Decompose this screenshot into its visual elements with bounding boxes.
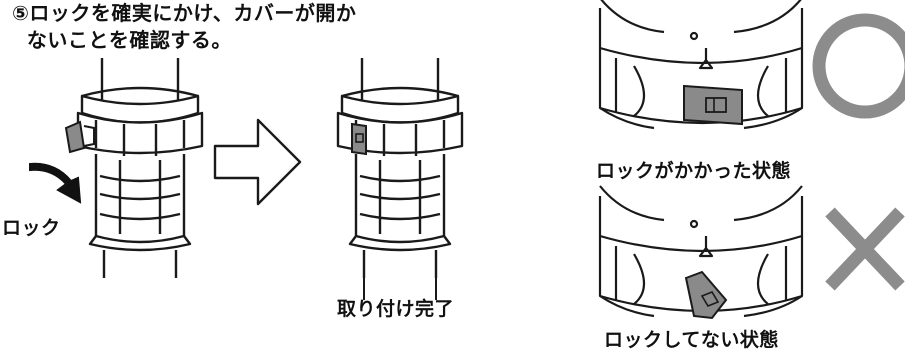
instruction-line-2: ないことを確認する。 bbox=[12, 28, 232, 52]
unlocked-state-label: ロックしてない状態 bbox=[604, 329, 779, 351]
incorrect-cross-icon bbox=[825, 207, 905, 291]
coupler-installed bbox=[336, 56, 464, 280]
locked-state-label: ロックがかかった状態 bbox=[596, 160, 792, 182]
next-step-arrow-icon bbox=[213, 118, 302, 206]
instruction-line-1: ⑤ロックを確実にかけ、カバーが開か bbox=[12, 1, 357, 25]
coupler-before-lock bbox=[64, 56, 204, 280]
closeup-unlocked bbox=[598, 184, 804, 320]
lock-tab-open bbox=[64, 120, 86, 154]
lock-tab-closed bbox=[351, 122, 367, 156]
closeup-locked bbox=[598, 0, 804, 130]
install-complete-label: 取り付け完了 bbox=[337, 298, 455, 320]
lock-action-label: ロック bbox=[2, 217, 61, 239]
instruction-text: ⑤ロックを確実にかけ、カバーが開か ないことを確認する。 bbox=[12, 0, 356, 54]
pipe-right-tall bbox=[363, 278, 437, 300]
rotate-arrow-icon bbox=[29, 162, 82, 204]
correct-circle-icon bbox=[812, 13, 905, 119]
lock-tab-locked bbox=[683, 84, 743, 126]
